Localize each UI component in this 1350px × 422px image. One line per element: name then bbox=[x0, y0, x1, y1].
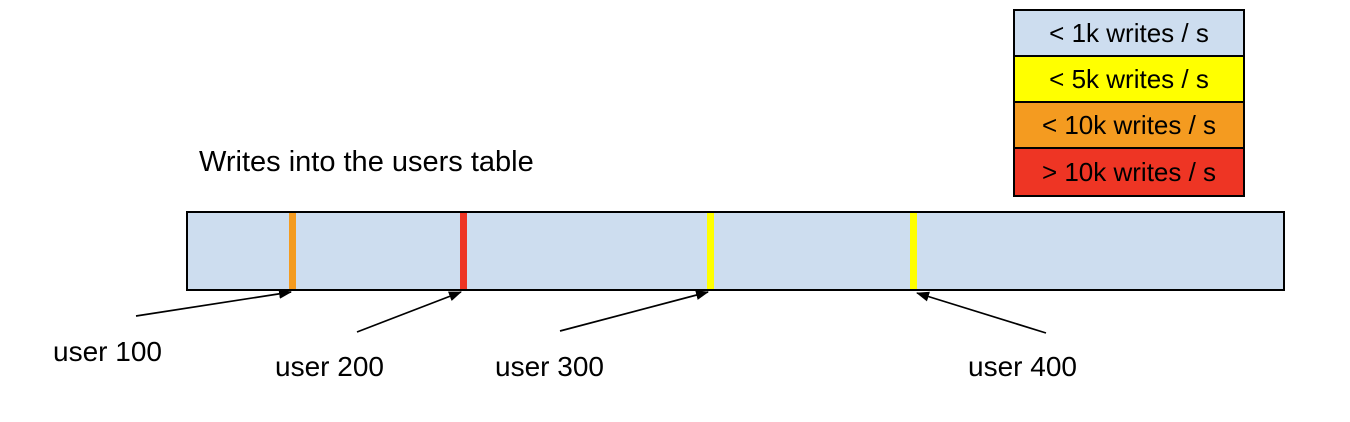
annotation-arrow-user-200 bbox=[356, 291, 462, 333]
write-hotspot-stripe-user-400 bbox=[909, 213, 917, 289]
write-rate-legend: < 1k writes / s < 5k writes / s < 10k writ… bbox=[1013, 9, 1245, 197]
legend-item-label: > 10k writes / s bbox=[1041, 156, 1217, 187]
write-hotspot-stripe-user-300 bbox=[706, 213, 714, 289]
legend-item-label: < 5k writes / s bbox=[1049, 63, 1209, 94]
user-label-user-200: user 200 bbox=[275, 351, 384, 382]
legend-item: < 5k writes / s bbox=[1015, 57, 1243, 103]
annotation-arrow-user-400 bbox=[916, 291, 1047, 334]
users-table-bar bbox=[186, 211, 1285, 291]
annotation-arrow-user-300 bbox=[559, 290, 709, 332]
legend-item: < 10k writes / s bbox=[1015, 103, 1243, 149]
user-label-user-400: user 400 bbox=[968, 351, 1077, 382]
write-hotspot-stripe-user-100 bbox=[288, 213, 296, 289]
legend-item-label: < 10k writes / s bbox=[1041, 109, 1217, 140]
user-label-user-100: user 100 bbox=[53, 336, 162, 367]
legend-item: < 1k writes / s bbox=[1015, 11, 1243, 57]
legend-item: > 10k writes / s bbox=[1015, 149, 1243, 195]
write-hotspot-stripe-user-200 bbox=[459, 213, 467, 289]
annotation-arrow-user-100 bbox=[135, 288, 292, 317]
user-label-user-300: user 300 bbox=[495, 351, 604, 382]
legend-item-label: < 1k writes / s bbox=[1049, 17, 1209, 48]
diagram-title: Writes into the users table bbox=[199, 146, 534, 178]
